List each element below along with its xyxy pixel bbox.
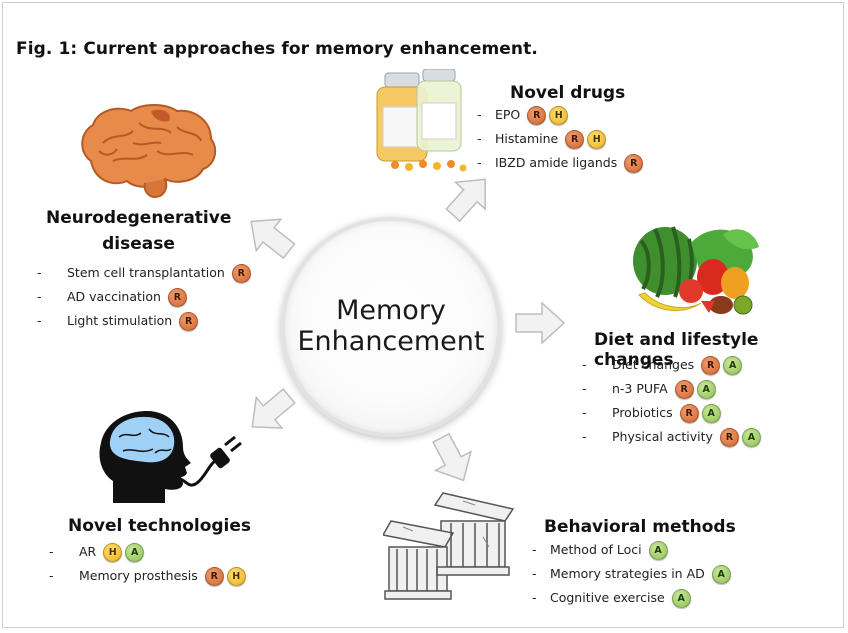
center-circle: Memory Enhancement [281,217,501,437]
badge-A: A [671,589,691,608]
item-label: IBZD amide ligands [495,155,618,170]
badge-A: A [696,380,716,399]
badge-R: R [701,356,721,375]
badge-H: H [226,567,246,586]
list-item: -Memory strategies in AD A [532,562,731,586]
badge-R: R [679,404,699,423]
badge-R: R [167,288,187,307]
badge-H: H [103,543,123,562]
badge-H: H [549,106,569,125]
item-label: Probiotics [612,405,673,420]
brain-icon [81,104,217,199]
diet-heading: Diet and lifestyle changes [594,330,759,370]
item-label: AD vaccination [67,289,161,304]
item-label: Histamine [495,131,559,146]
item-label: Memory prosthesis [79,568,198,583]
list-item: -Light stimulation R [37,309,251,333]
badge-A: A [701,404,721,423]
badge-R: R [179,312,199,331]
badge-R: R [527,106,547,125]
neuro-heading-line1: Neurodegenerative [46,208,232,228]
center-label-line2: Enhancement [297,326,485,357]
pill-bottles-icon [376,69,467,172]
center-label-line1: Memory [336,295,446,326]
item-label: Cognitive exercise [550,590,665,605]
behavioral-heading: Behavioral methods [544,517,736,537]
item-label: Stem cell transplantation [67,265,225,280]
figure-title: Fig. 1: Current approaches for memory en… [16,39,538,59]
badge-A: A [723,356,743,375]
item-label: n-3 PUFA [612,381,668,396]
buildings-icon [383,492,515,600]
behavioral-list: -Method of Loci A -Memory strategies in … [532,538,731,610]
list-item: -Cognitive exercise A [532,586,731,610]
neuro-heading-line2: disease [102,234,175,254]
list-item: -Stem cell transplantation R [37,261,251,285]
badge-A: A [648,541,668,560]
list-item: -Method of Loci A [532,538,731,562]
item-label: Light stimulation [67,313,173,328]
item-label: EPO [495,107,521,122]
badge-R: R [624,154,644,173]
neuro-list: -Stem cell transplantation R -AD vaccina… [37,261,251,333]
item-label: Diet changes [612,357,695,372]
badge-R: R [565,130,585,149]
arrow-to-behavioral [422,427,482,491]
item-label: Method of Loci [550,542,642,557]
badge-H: H [587,130,607,149]
badge-R: R [719,428,739,447]
item-label: AR [79,544,97,559]
arrow-to-tech [238,379,303,443]
drugs-heading: Novel drugs [510,83,626,103]
list-item: -AD vaccination R [37,285,251,309]
arrow-to-diet [515,302,565,344]
badge-A: A [125,543,145,562]
badge-A: A [711,565,731,584]
badge-R: R [231,264,251,283]
item-label: Memory strategies in AD [550,566,705,581]
item-label: Physical activity [612,429,713,444]
tech-heading: Novel technologies [68,516,252,536]
center-label: Memory Enhancement [285,295,497,357]
fruits-vegetables-icon [633,226,759,315]
arrow-to-neuro [238,204,303,268]
badge-R: R [204,567,224,586]
arrow-to-drugs [437,165,501,230]
badge-A: A [741,428,761,447]
badge-R: R [674,380,694,399]
list-item: -IBZD amide ligands R [477,151,644,175]
head-with-plug-icon [99,411,242,503]
neuro-heading: Neurodegenerative disease [46,208,231,254]
